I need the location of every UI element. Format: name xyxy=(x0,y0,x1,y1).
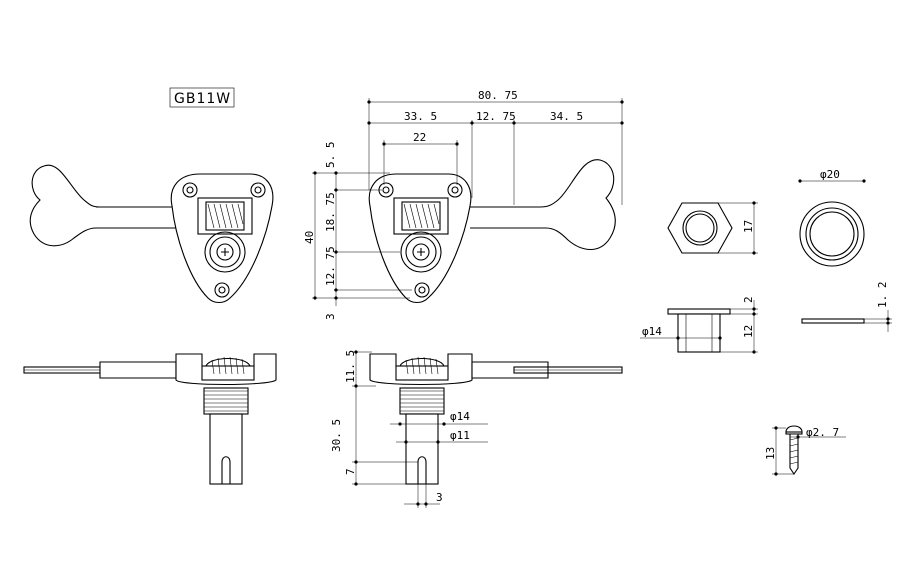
dim-hole-spacing: 22 xyxy=(413,131,426,144)
dim-slot-width: 3 xyxy=(436,491,443,504)
dim-post-length: 30. 5 xyxy=(330,419,343,452)
dim-top-offset: 5. 5 xyxy=(324,142,337,169)
dim-washer-dia: φ20 xyxy=(820,168,840,181)
dim-overall-width: 80. 75 xyxy=(478,89,518,102)
hex-nut-top-view: 17 xyxy=(667,201,758,255)
dim-screw-dia: φ2. 7 xyxy=(806,426,839,439)
dim-gear-offset: 18. 75 xyxy=(324,192,337,232)
side-view-dimensions: 11. 5 30. 5 7 φ14 φ11 3 xyxy=(330,350,488,508)
worm-gear-left xyxy=(207,203,244,229)
dim-left-span: 33. 5 xyxy=(404,110,437,123)
dim-bushing-dia: φ14 xyxy=(642,325,662,338)
dim-nut-height: 17 xyxy=(742,220,755,233)
washer-top-view: φ20 xyxy=(798,168,866,267)
front-view-dimensions: 80. 75 33. 5 12. 75 34. 5 22 40 5. 5 18.… xyxy=(303,89,624,320)
left-tuner-side-view xyxy=(23,353,277,485)
dim-flange-thickness: 2 xyxy=(742,296,755,303)
dim-screw-length: 13 xyxy=(764,447,777,460)
worm-gear-right xyxy=(403,203,440,229)
dim-right-span: 34. 5 xyxy=(550,110,583,123)
dim-slot-depth: 7 xyxy=(344,468,357,475)
dim-bottom-offset: 3 xyxy=(324,313,337,320)
dim-lower-offset: 12. 75 xyxy=(324,246,337,286)
washer-side-view: 1. 2 xyxy=(801,282,892,332)
right-tuner-side-view xyxy=(369,353,623,485)
dim-middle-span: 12. 75 xyxy=(476,110,516,123)
model-name: GB11W xyxy=(174,91,231,107)
bushing-side-view: 2 12 φ14 xyxy=(640,296,758,354)
dim-post-dia: φ11 xyxy=(450,429,470,442)
right-tuner-front-view xyxy=(368,159,616,304)
dim-bushing-length: 12 xyxy=(742,325,755,338)
model-label: GB11W xyxy=(169,87,235,108)
dim-thread-dia: φ14 xyxy=(450,410,470,423)
left-tuner-front-view xyxy=(29,164,274,304)
dim-side-top-height: 11. 5 xyxy=(344,350,357,383)
mounting-screw: 13 φ2. 7 xyxy=(764,425,846,476)
dim-height-total: 40 xyxy=(303,231,316,244)
dim-washer-thickness: 1. 2 xyxy=(876,282,889,309)
